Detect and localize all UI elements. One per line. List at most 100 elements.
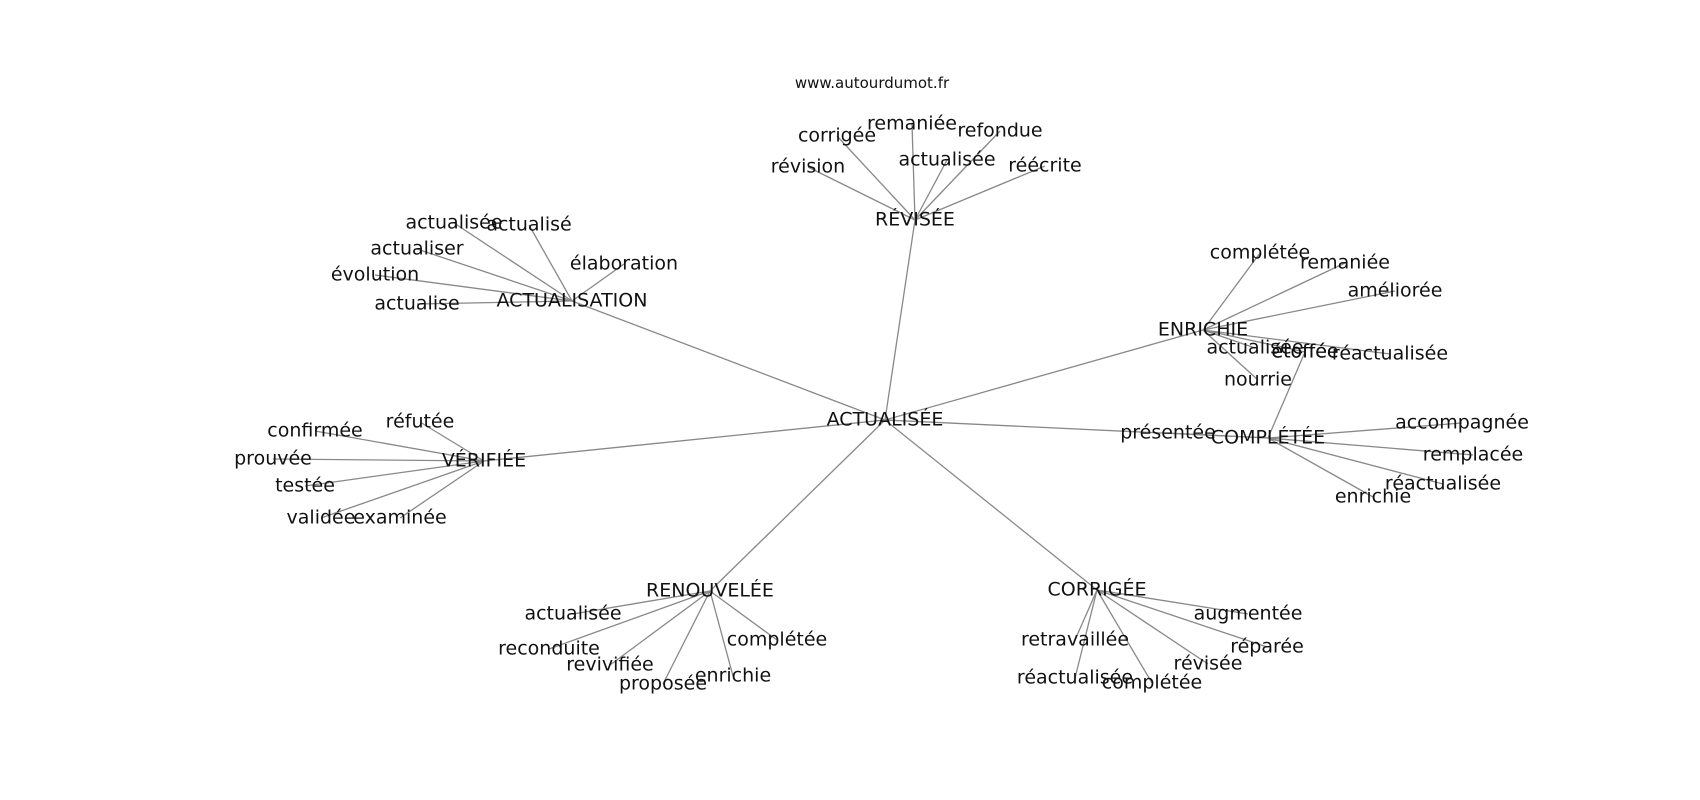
edge-verifiee-1 (314, 430, 485, 462)
word-node-revisee-5[interactable]: réécrite (1008, 155, 1081, 177)
root-node[interactable]: ACTUALISÉE (827, 408, 944, 431)
graph-labels: www.autourdumot.fr ACTUALISÉE RÉVISÉE corr… (234, 74, 1529, 695)
edge-completee-0 (1167, 432, 1269, 439)
word-node-enrichie-0[interactable]: complétée (1210, 242, 1310, 264)
word-node-corrigee-2[interactable]: réparée (1230, 636, 1304, 658)
word-node-renouvelee-1[interactable]: reconduite (498, 638, 600, 660)
word-node-verifiee-1[interactable]: confirmée (267, 420, 362, 442)
word-node-revisee-3[interactable]: révision (771, 156, 845, 178)
edge-renouvelee-0 (572, 590, 711, 615)
edge-actualisation-4 (374, 274, 573, 302)
edge-root-revisee (884, 219, 916, 421)
word-node-completee-5[interactable]: étoffée (1271, 341, 1338, 363)
edge-completee-2 (1267, 437, 1474, 456)
word-node-enrichie-3[interactable]: actualisée (1206, 337, 1303, 359)
edge-renouvelee-5 (709, 590, 734, 677)
edge-root-renouvelee (709, 419, 886, 592)
edge-corrigee-1 (1074, 589, 1098, 641)
edge-renouvelee-3 (609, 590, 711, 666)
hub-node-corrigee[interactable]: CORRIGÉE (1048, 578, 1147, 601)
edge-enrichie-3 (1202, 329, 1256, 349)
edge-completee-3 (1267, 437, 1444, 485)
word-node-verifiee-2[interactable]: prouvée (234, 448, 312, 470)
hub-node-enrichie[interactable]: ENRICHIE (1158, 319, 1248, 341)
word-node-renouvelee-3[interactable]: revivifiée (566, 654, 653, 676)
word-node-completee-2[interactable]: remplacée (1423, 444, 1523, 466)
edge-verifiee-4 (320, 460, 485, 519)
word-node-completee-3[interactable]: réactualisée (1385, 473, 1501, 495)
word-node-actualisation-5[interactable]: actualise (374, 293, 459, 315)
edge-enrichie-1 (1202, 262, 1346, 331)
edge-revisee-3 (807, 166, 916, 221)
edge-verifiee-0 (419, 421, 485, 462)
edge-corrigee-4 (1074, 589, 1098, 679)
word-node-corrigee-1[interactable]: retravaillée (1021, 629, 1129, 651)
hub-node-revisee[interactable]: RÉVISÉE (875, 208, 955, 231)
word-node-enrichie-1[interactable]: remaniée (1300, 252, 1390, 274)
edge-root-enrichie (884, 329, 1204, 421)
word-node-completee-1[interactable]: accompagnée (1395, 412, 1529, 434)
graph-edges (272, 123, 1474, 685)
edge-actualisation-2 (416, 248, 573, 302)
edge-revisee-5 (914, 165, 1046, 221)
word-node-verifiee-4[interactable]: validée (287, 507, 356, 529)
word-node-revisee-2[interactable]: refondue (957, 120, 1042, 142)
word-node-verifiee-0[interactable]: réfutée (386, 411, 455, 433)
word-node-revisee-4[interactable]: actualisée (898, 149, 995, 171)
edge-revisee-1 (911, 123, 916, 221)
hub-node-verifiee[interactable]: VÉRIFIÉE (442, 449, 526, 472)
edge-enrichie-0 (1202, 252, 1261, 331)
word-node-enrichie-5[interactable]: réactualisée (1332, 343, 1448, 365)
edge-revisee-4 (914, 159, 948, 221)
word-node-actualisation-3[interactable]: élaboration (570, 253, 678, 275)
edge-enrichie-5 (1202, 329, 1391, 355)
edge-revisee-2 (914, 130, 1001, 221)
word-node-corrigee-5[interactable]: complétée (1102, 672, 1202, 694)
edge-enrichie-6 (1202, 329, 1259, 381)
edge-verifiee-3 (304, 460, 485, 487)
word-node-completee-4[interactable]: enrichie (1335, 486, 1411, 508)
edge-completee-5 (1267, 351, 1306, 439)
word-node-revisee-0[interactable]: corrigée (798, 125, 876, 147)
edge-root-verifiee (483, 419, 886, 462)
edge-actualisation-0 (453, 222, 573, 302)
edge-renouvelee-4 (662, 590, 711, 685)
edge-enrichie-4 (1202, 329, 1306, 353)
edge-corrigee-0 (1096, 589, 1249, 615)
word-node-corrigee-3[interactable]: révisée (1174, 653, 1243, 675)
edge-completee-4 (1267, 437, 1374, 498)
edge-root-corrigee (884, 419, 1098, 591)
edge-verifiee-5 (399, 460, 485, 519)
word-node-enrichie-2[interactable]: améliorée (1348, 280, 1443, 302)
source-url: www.autourdumot.fr (795, 74, 950, 92)
edge-revisee-0 (836, 135, 916, 221)
edge-actualisation-1 (528, 224, 573, 302)
word-node-revisee-1[interactable]: remaniée (867, 113, 957, 135)
word-node-renouvelee-5[interactable]: enrichie (695, 665, 771, 687)
word-node-corrigee-4[interactable]: réactualisée (1017, 667, 1133, 689)
hub-node-completee[interactable]: COMPLÉTÉE (1211, 426, 1325, 449)
edge-actualisation-5 (416, 300, 573, 305)
word-node-verifiee-3[interactable]: testée (275, 475, 335, 497)
word-node-actualisation-1[interactable]: actualisé (486, 214, 571, 236)
word-node-actualisation-0[interactable]: actualisée (405, 212, 502, 234)
word-node-renouvelee-0[interactable]: actualisée (524, 603, 621, 625)
edge-enrichie-2 (1202, 290, 1396, 331)
word-node-completee-0[interactable]: présentée (1120, 422, 1216, 444)
word-node-enrichie-4[interactable]: étoffée (1271, 341, 1338, 363)
word-node-corrigee-0[interactable]: augmentée (1194, 603, 1303, 625)
edge-root-actualisation (571, 300, 886, 421)
word-node-renouvelee-4[interactable]: proposée (619, 673, 707, 695)
word-node-actualisation-2[interactable]: actualiser (370, 238, 463, 260)
hub-node-actualisation[interactable]: ACTUALISATION (497, 290, 648, 312)
word-node-enrichie-6[interactable]: nourrie (1224, 369, 1292, 391)
word-node-verifiee-5[interactable]: examinée (353, 507, 446, 529)
edge-corrigee-3 (1096, 589, 1209, 665)
word-node-actualisation-4[interactable]: évolution (331, 264, 419, 286)
hub-node-renouvelee[interactable]: RENOUVELÉE (646, 579, 774, 602)
edge-actualisation-3 (571, 263, 625, 302)
edge-renouvelee-1 (548, 590, 711, 650)
edge-corrigee-5 (1096, 589, 1153, 684)
word-node-renouvelee-2[interactable]: complétée (727, 629, 827, 651)
